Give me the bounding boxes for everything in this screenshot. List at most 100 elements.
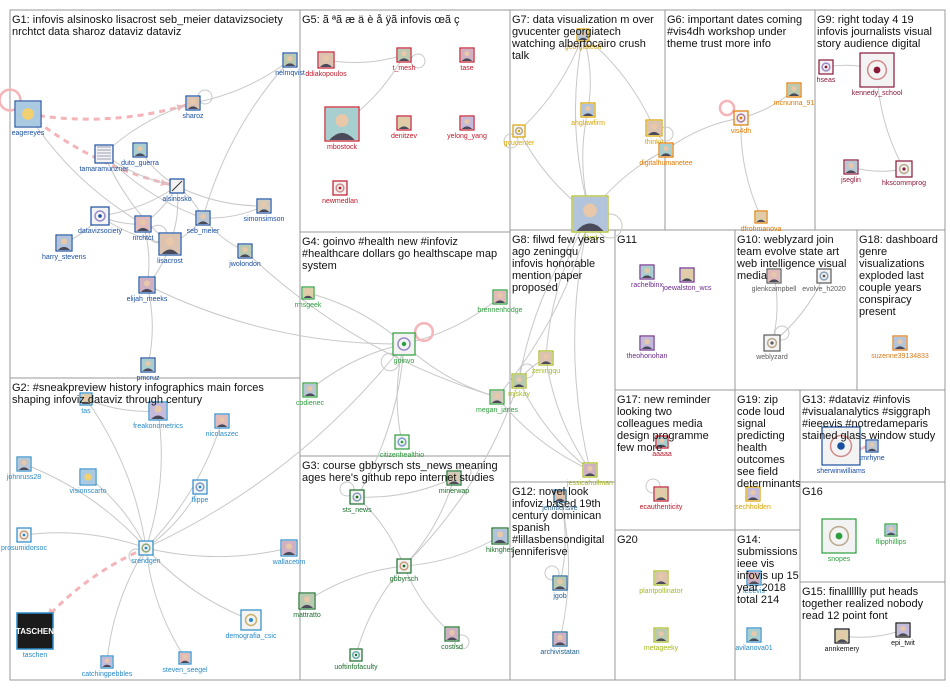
node-freakonometrics[interactable]: freakonometrics [133, 401, 183, 430]
node-ahglawfirm[interactable]: ahglawfirm [571, 102, 605, 127]
node-mcnunna_91[interactable]: mcnunna_91 [774, 82, 815, 107]
node-theohonohan[interactable]: theohonohan [627, 335, 668, 360]
node-duto_guerra[interactable]: duto_guerra [121, 142, 159, 167]
node-label: ahglawfirm [571, 120, 605, 127]
self-loop-eagereyes [0, 88, 22, 112]
node-hiknghes[interactable]: hiknghes [486, 527, 515, 554]
node-uoftinfofaculty[interactable]: uoftinfofaculty [334, 648, 378, 671]
node-brennenhodge[interactable]: brennenhodge [477, 289, 523, 314]
node-nrchtct[interactable]: nrchtct [132, 215, 154, 242]
node-archivistatan[interactable]: archivistatan [540, 631, 580, 656]
node-hkscommprog[interactable]: hkscommprog [882, 160, 926, 187]
node-label: jessicahullman [566, 480, 613, 487]
node-kennedy_school[interactable]: kennedy_school [852, 52, 903, 97]
node-rmsgeek[interactable]: rmsgeek [295, 286, 322, 309]
node-tamaramunzner[interactable]: tamaramunzner [79, 144, 129, 173]
node-goinvo[interactable]: goinvo [392, 332, 416, 365]
node-jwolondon[interactable]: jwolondon [228, 243, 261, 268]
node-aaaaa[interactable]: aaaaa [652, 435, 672, 458]
node-plantpollinator[interactable]: plantpollinator [639, 570, 683, 595]
node-sherwinwilliams[interactable]: sherwinwilliams [817, 426, 866, 475]
node-label: yelong_yang [447, 133, 487, 140]
node-jseglin[interactable]: jseglin [840, 159, 861, 184]
node-lisacrost[interactable]: lisacrost [157, 232, 183, 265]
node-jgob[interactable]: jgob [552, 575, 568, 600]
node-joewalston_wcs[interactable]: joewalston_wcs [661, 267, 712, 292]
node-minerwap[interactable]: minerwap [439, 470, 469, 495]
node-tase[interactable]: tase [459, 47, 475, 72]
node-epi_twit[interactable]: epi_twit [891, 622, 915, 647]
node-citizenhealthio[interactable]: citizenhealthio [380, 434, 424, 459]
node-mattratto[interactable]: mattratto [293, 592, 321, 619]
node-tas[interactable]: tas [79, 392, 93, 415]
node-seb_meier[interactable]: seb_meier [187, 210, 220, 235]
avatar-photo-icon [237, 243, 253, 259]
node-megan_janes[interactable]: megan_janes [476, 389, 519, 414]
node-flipphillips[interactable]: flipphillips [876, 523, 907, 546]
node-dfrohmanova[interactable]: dfrohmanova [741, 210, 782, 233]
node-snopes[interactable]: snopes [821, 518, 857, 563]
node-filwd[interactable]: filwd [571, 195, 609, 242]
node-jenniferisve[interactable]: jenniferisve [541, 489, 578, 512]
node-gvucenter[interactable]: gvucenter [504, 124, 535, 147]
node-hseas[interactable]: hseas [817, 59, 836, 84]
node-nicolaszec[interactable]: nicolaszec [206, 413, 239, 438]
edge-arrowhead [160, 179, 169, 186]
node-denitzev[interactable]: denitzev [391, 115, 418, 140]
node-annkemery[interactable]: annkemery [825, 628, 860, 653]
node-steven_seegel[interactable]: steven_seegel [162, 651, 208, 674]
node-label: prosumidorsoc [1, 545, 47, 552]
node-newmedlan[interactable]: newmedlan [322, 180, 358, 205]
node-ecauthenticity[interactable]: ecauthenticity [640, 486, 683, 511]
node-jessicahullman[interactable]: jessicahullman [566, 462, 613, 487]
node-digitalhumanetee[interactable]: digitalhumanetee [639, 142, 693, 167]
node-costisd[interactable]: costisd [441, 626, 463, 651]
node-srendgen[interactable]: srendgen [131, 540, 161, 565]
node-sts_news[interactable]: sts_news [342, 489, 372, 514]
avatar-photo-icon [746, 570, 762, 586]
node-avilanova01[interactable]: avilanova01 [735, 627, 773, 652]
node-mjskay[interactable]: mjskay [508, 373, 530, 398]
edge-sharoz-tamaramunzner [103, 102, 194, 155]
node-prosumidorsoc[interactable]: prosumidorsoc [1, 527, 47, 552]
node-johnruss28[interactable]: johnruss28 [6, 456, 41, 481]
node-label: avilanova01 [735, 645, 772, 652]
node-demografia_csic[interactable]: demografia_csic [226, 609, 277, 640]
node-harry_stevens[interactable]: harry_stevens [42, 234, 86, 261]
node-t_mesh[interactable]: t_mesh [393, 47, 416, 72]
node-metageeky[interactable]: metageeky [644, 627, 679, 652]
node-evolve_h2020[interactable]: evolve_h2020 [802, 268, 846, 293]
node-thinky[interactable]: thinky [645, 119, 664, 146]
node-georgiatech[interactable]: georgiatech [565, 28, 602, 51]
node-tmrhyne[interactable]: tmrhyne [859, 439, 885, 462]
node-mbostock[interactable]: mbostock [324, 106, 360, 151]
node-wallacetim[interactable]: wallacetim [272, 539, 306, 566]
node-pmcruz[interactable]: pmcruz [137, 357, 160, 382]
node-vis4dh[interactable]: vis4dh [731, 110, 751, 135]
node-weblyzard[interactable]: weblyzard [755, 334, 788, 361]
group-title-g6: G6: important dates coming#vis4dh worksh… [667, 14, 802, 50]
node-flippe[interactable]: flippe [192, 479, 209, 504]
node-ddiakopoulos[interactable]: ddiakopoulos [305, 51, 347, 78]
node-eagereyes[interactable]: eagereyes [12, 100, 45, 137]
node-elijah_meeks[interactable]: elijah_meeks [127, 276, 168, 303]
node-suzenne39134833[interactable]: suzenne39134833 [871, 335, 929, 360]
node-glenkcampbell[interactable]: glenkcampbell [752, 268, 797, 293]
node-leeevis[interactable]: leeevis [743, 570, 765, 595]
node-alsinosko[interactable]: alsinosko [162, 178, 192, 203]
node-yelong_yang[interactable]: yelong_yang [447, 115, 487, 140]
node-sharoz[interactable]: sharoz [182, 95, 204, 120]
node-zeningqu[interactable]: zeningqu [532, 350, 561, 375]
node-label: digitalhumanetee [639, 160, 692, 167]
node-codienec[interactable]: codienec [296, 382, 325, 407]
node-visionscarto[interactable]: visionscarto [70, 468, 107, 495]
node-datavizsociety[interactable]: datavizsociety [78, 206, 122, 235]
node-rachelbinx[interactable]: rachelbinx [631, 264, 663, 289]
node-simonsimson[interactable]: simonsimson [244, 198, 285, 223]
node-gbbyrsch[interactable]: gbbyrsch [390, 558, 419, 583]
node-nelmqvist[interactable]: nelmqvist [275, 52, 305, 77]
node-sechholden[interactable]: sechholden [735, 486, 771, 511]
node-catchingpebbles[interactable]: catchingpebbles [82, 655, 133, 678]
node-label: costisd [441, 644, 463, 651]
